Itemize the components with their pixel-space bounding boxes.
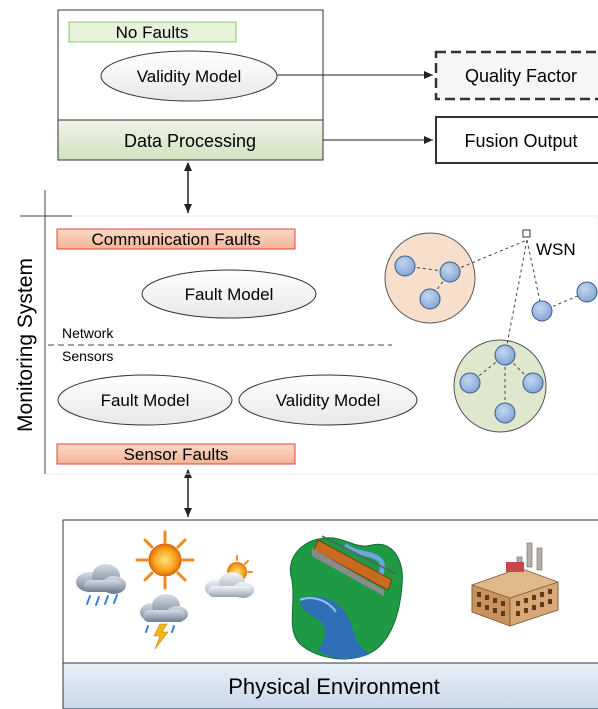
physical-environment-label: Physical Environment — [228, 674, 440, 699]
physical-environment: Physical Environment — [62, 519, 598, 709]
data-processing-label: Data Processing — [124, 131, 256, 151]
wsn-node — [576, 281, 598, 303]
sensor-validity-model-ellipse — [238, 374, 418, 426]
river-bridge-icon — [289, 535, 403, 660]
validity-model-ellipse-top — [100, 50, 278, 102]
wsn-node — [494, 402, 516, 424]
wsn-node — [419, 288, 441, 310]
sun-icon — [135, 530, 195, 590]
top-block: No Faults Validity Model Data Processing — [57, 9, 324, 161]
wsn-cluster-orange — [384, 232, 476, 324]
rain-cloud-icon — [76, 564, 126, 606]
sensor-fault-model-ellipse — [57, 374, 233, 426]
wsn-node — [394, 255, 416, 277]
wsn-node — [531, 300, 553, 322]
wsn-node — [522, 372, 544, 394]
monitoring-system: Monitoring System Communication Faults F… — [14, 190, 598, 475]
wsn-sink-node — [522, 229, 531, 238]
partly-cloudy-icon — [205, 555, 254, 598]
network-label: Network — [62, 325, 114, 341]
network-fault-model-ellipse — [141, 269, 317, 319]
quality-factor-box — [434, 50, 598, 101]
wsn-cluster-green — [453, 339, 547, 433]
sensors-label: Sensors — [62, 348, 113, 364]
fusion-output-box — [435, 116, 598, 164]
wsn-node — [494, 344, 516, 366]
validity-model-label-top: Validity Model — [137, 67, 242, 86]
sensor-faults-tag — [56, 443, 296, 465]
wsn-node — [459, 372, 481, 394]
network-fault-model-label: Fault Model — [185, 285, 274, 304]
wsn-label: WSN — [536, 240, 576, 259]
no-faults-label: No Faults — [116, 23, 189, 42]
physical-environment-bar — [62, 662, 598, 709]
fusion-output-label: Fusion Output — [464, 131, 577, 151]
monitoring-system-label: Monitoring System — [14, 258, 37, 432]
wsn-topology: WSN — [384, 229, 598, 433]
wsn-node — [439, 261, 461, 283]
sensor-validity-model-label: Validity Model — [276, 391, 381, 410]
no-faults-tag — [68, 21, 237, 43]
factory-icon — [471, 542, 559, 627]
outputs: Quality Factor Fusion Output — [277, 50, 598, 164]
storm-cloud-icon — [140, 594, 188, 650]
communication-faults-tag — [56, 228, 296, 250]
sensor-faults-label: Sensor Faults — [124, 445, 229, 464]
quality-factor-label: Quality Factor — [465, 66, 577, 86]
communication-faults-label: Communication Faults — [91, 230, 260, 249]
sensor-fault-model-label: Fault Model — [101, 391, 190, 410]
